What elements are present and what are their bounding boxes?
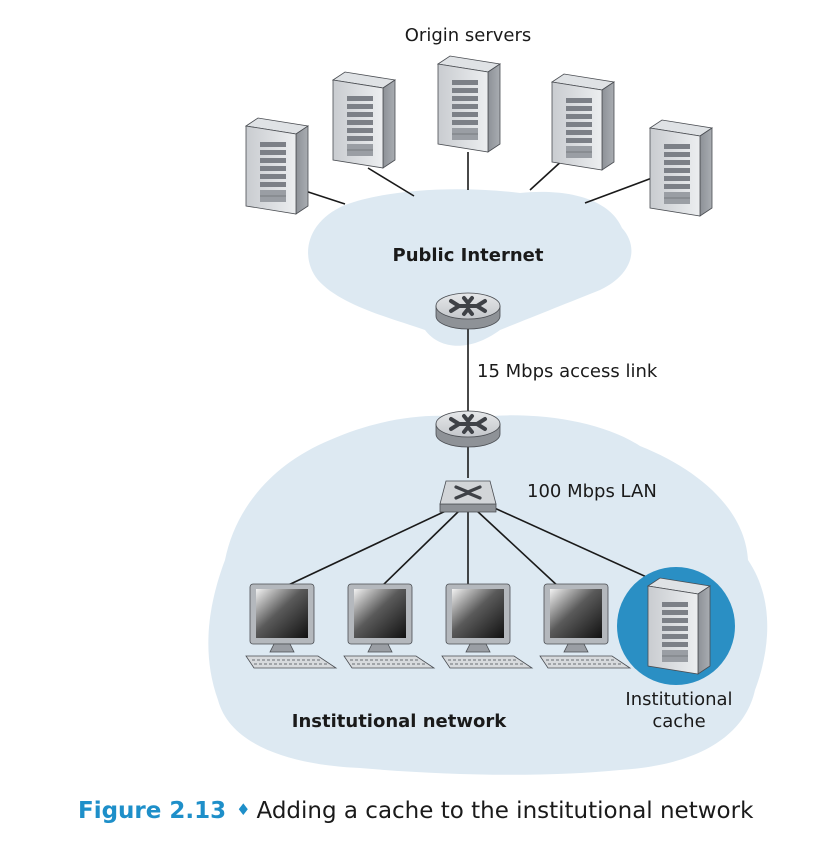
institutional-network-label: Institutional network xyxy=(292,711,507,732)
institutional-router-icon xyxy=(434,409,502,449)
public-internet-cloud xyxy=(308,189,632,346)
origin-server-icon xyxy=(332,71,396,169)
connection-lines xyxy=(281,152,663,589)
origin-servers-label: Origin servers xyxy=(405,25,531,46)
origin-server-icon xyxy=(649,119,713,217)
figure-number: Figure 2.13 xyxy=(78,798,227,824)
origin-server-icon xyxy=(437,55,501,153)
network-diagram: Origin servers Public Internet 15 Mbps a… xyxy=(208,25,768,775)
figure-caption: Figure 2.13 ♦ Adding a cache to the instit… xyxy=(78,798,753,824)
origin-server-icon xyxy=(245,117,309,215)
public-internet-label: Public Internet xyxy=(393,245,544,266)
lan-label: 100 Mbps LAN xyxy=(527,481,657,502)
caption-diamond-icon: ♦ xyxy=(236,800,251,819)
origin-server-icon xyxy=(551,73,615,171)
internet-router-icon xyxy=(434,291,502,331)
cache-server-icon xyxy=(647,577,711,675)
figure-caption-text: Adding a cache to the institutional netw… xyxy=(256,798,754,824)
lan-switch-icon xyxy=(439,480,497,513)
access-link-label: 15 Mbps access link xyxy=(477,361,658,382)
institutional-cache-label-line1: Institutional xyxy=(625,689,732,710)
institutional-cache-label-line2: cache xyxy=(652,711,705,732)
